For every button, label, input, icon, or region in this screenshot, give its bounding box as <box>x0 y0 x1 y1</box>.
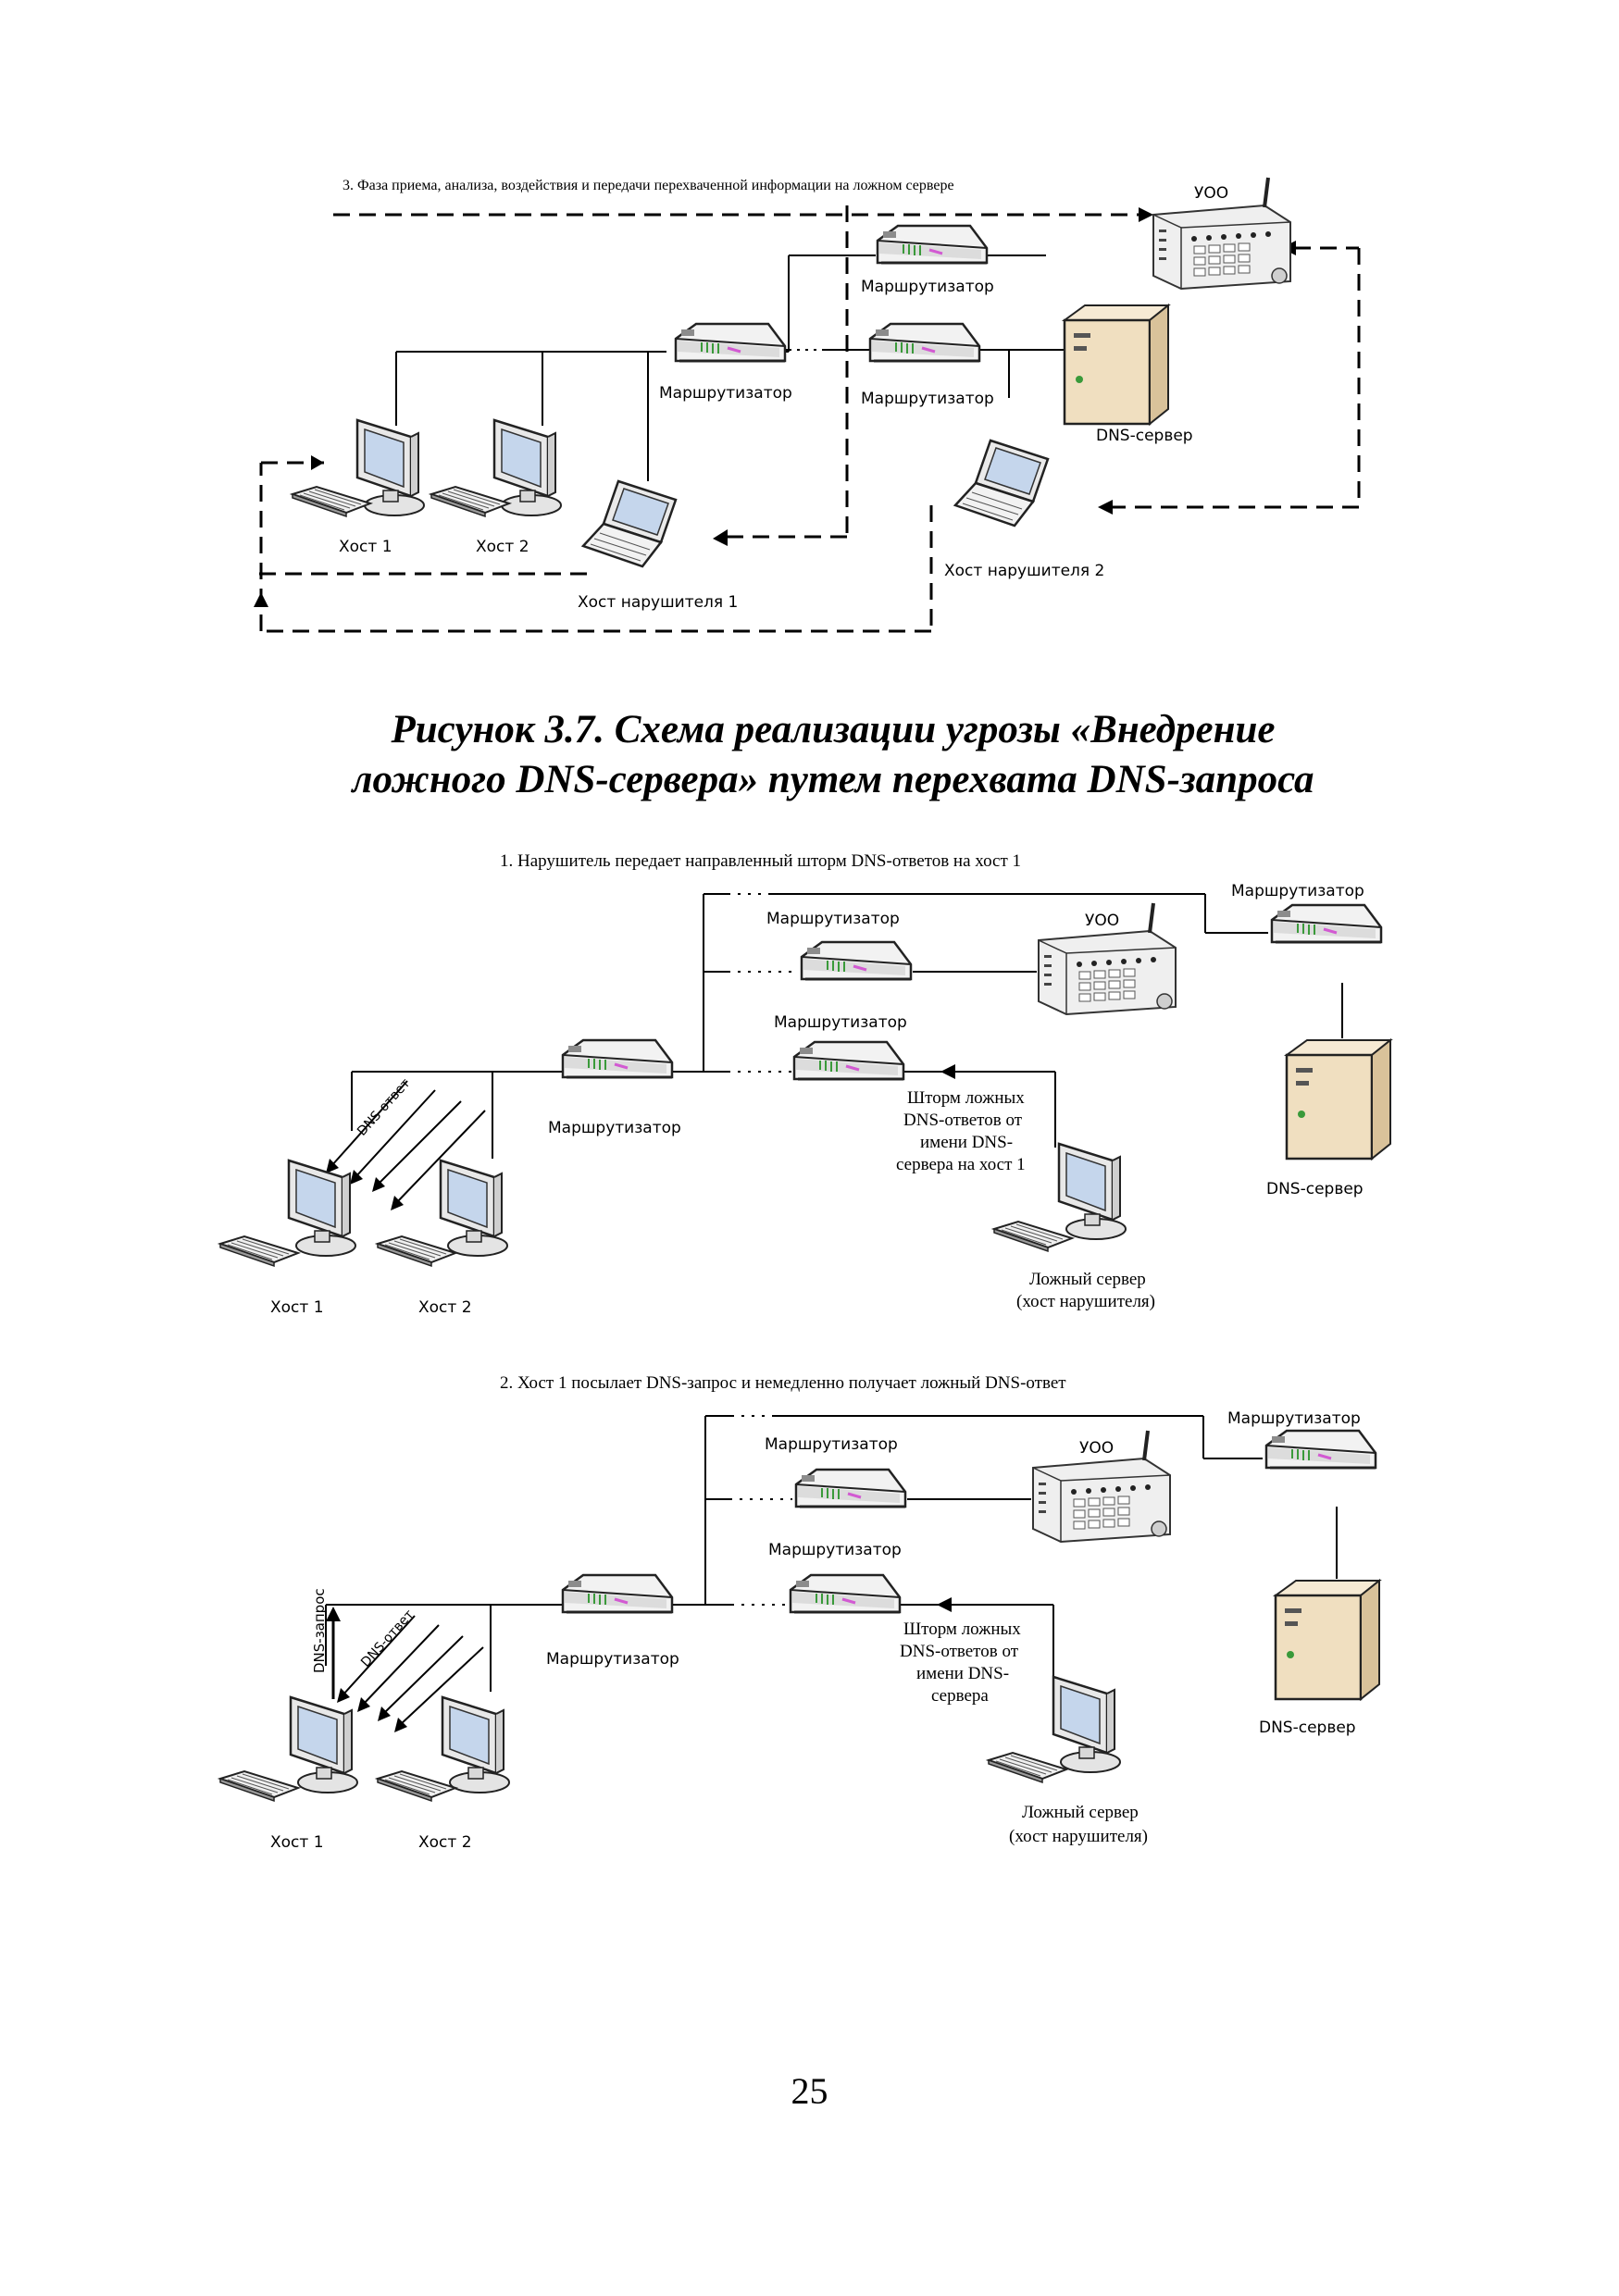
d2-host1-monitor <box>287 1159 357 1258</box>
diagram-1: 3. Фаза приема, анализа, воздействия и п… <box>254 176 1361 633</box>
d1-intruder1-laptop <box>581 479 678 568</box>
d1-router-mid-label: Маршрутизатор <box>861 390 994 408</box>
d3-router-top-label: Маршрутизатор <box>765 1435 898 1454</box>
figure-caption: Рисунок 3.7. Схема реализации угрозы «Вн… <box>231 705 1435 805</box>
d1-host1-monitor <box>355 418 426 517</box>
d3-router-right-label: Маршрутизатор <box>1227 1409 1361 1428</box>
d3-host1-keyboard <box>219 1770 299 1802</box>
d1-router-main-label: Маршрутизатор <box>659 384 792 403</box>
d3-storm-line1: Шторм ложных <box>903 1620 1021 1639</box>
d3-router-mid-label: Маршрутизатор <box>768 1541 902 1559</box>
d3-router-mid <box>789 1573 902 1614</box>
d3-storm-line2: DNS-ответов от <box>900 1642 1019 1661</box>
d1-host1-keyboard <box>292 486 371 517</box>
d2-router-main-label: Маршрутизатор <box>548 1119 681 1137</box>
d2-host1-label: Хост 1 <box>270 1298 324 1317</box>
diagram-3: 2. Хост 1 посылает DNS-запрос и немедлен… <box>219 1373 1381 1852</box>
d3-dns-answer: DNS-ответ <box>358 1607 417 1670</box>
d3-uoo-label: УОО <box>1079 1439 1114 1458</box>
d2-dns-server-label: DNS-сервер <box>1266 1180 1364 1198</box>
d2-host1-keyboard <box>219 1235 299 1267</box>
d2-host2-label: Хост 2 <box>418 1298 472 1317</box>
d1-intruder2-laptop <box>953 439 1050 527</box>
d2-dns-server <box>1285 1038 1392 1160</box>
d3-fake-server-monitor <box>1052 1675 1122 1774</box>
d3-router-main-label: Маршрутизатор <box>546 1650 679 1669</box>
d3-dns-server-label: DNS-сервер <box>1259 1719 1356 1737</box>
d1-router-top <box>876 224 989 265</box>
d3-host1-label: Хост 1 <box>270 1833 324 1852</box>
d1-intruder2-label: Хост нарушителя 2 <box>944 562 1104 580</box>
d2-host2-keyboard <box>377 1235 456 1267</box>
d3-phase-title: 2. Хост 1 посылает DNS-запрос и немедлен… <box>500 1373 1066 1393</box>
d2-fake-server-line1: Ложный сервер <box>1029 1270 1146 1289</box>
d2-storm-line2: DNS-ответов от <box>903 1111 1023 1130</box>
d2-router-main <box>561 1038 674 1079</box>
d3-dns-request: DNS-запрос <box>311 1588 328 1673</box>
d3-router-right <box>1264 1429 1377 1470</box>
d2-router-top <box>800 940 913 981</box>
d1-host2-label: Хост 2 <box>476 538 529 556</box>
d2-fake-server-monitor <box>1057 1142 1127 1241</box>
d2-router-right-label: Маршрутизатор <box>1231 882 1364 900</box>
page-number: 25 <box>791 2070 828 2112</box>
d2-router-right <box>1270 903 1383 944</box>
d1-uoo-label: УОО <box>1194 184 1228 203</box>
d1-dns-server-label: DNS-сервер <box>1096 427 1193 445</box>
caption-line-2: ложного DNS-сервера» путем перехвата DNS… <box>352 758 1314 801</box>
d3-host2-keyboard <box>377 1770 456 1802</box>
d3-router-top <box>794 1468 907 1508</box>
d3-router-main <box>561 1573 674 1614</box>
d3-host2-monitor <box>441 1695 511 1794</box>
d3-fake-server-line2: (хост нарушителя) <box>1009 1827 1148 1846</box>
d1-phase-title: 3. Фаза приема, анализа, воздействия и п… <box>342 178 954 193</box>
d3-host1-monitor <box>289 1695 359 1794</box>
d1-router-main <box>674 322 787 363</box>
d2-uoo-label: УОО <box>1085 912 1119 930</box>
d1-router-top-label: Маршрутизатор <box>861 278 994 296</box>
d2-router-mid-label: Маршрутизатор <box>774 1013 907 1032</box>
caption-line-1: Рисунок 3.7. Схема реализации угрозы «Вн… <box>391 708 1276 751</box>
d2-fake-server-line2: (хост нарушителя) <box>1016 1292 1155 1311</box>
diagram-2: 1. Нарушитель передает направленный штор… <box>219 851 1392 1317</box>
d1-host2-keyboard <box>430 486 510 517</box>
d3-storm-line3: имени DNS- <box>916 1664 1009 1683</box>
d2-storm-line4: сервера на хост 1 <box>896 1155 1026 1174</box>
d1-router-mid <box>868 322 981 363</box>
d2-storm-line1: Шторм ложных <box>907 1088 1025 1108</box>
d1-dns-server <box>1063 304 1170 426</box>
d2-router-top-label: Маршрутизатор <box>766 910 900 928</box>
d3-storm-line4: сервера <box>931 1686 989 1706</box>
d2-dns-answer: DNS-ответ <box>355 1076 413 1139</box>
d3-dns-server <box>1274 1579 1381 1701</box>
d3-fake-server-keyboard <box>988 1752 1067 1783</box>
d3-host2-label: Хост 2 <box>418 1833 472 1852</box>
d2-fake-server-keyboard <box>993 1221 1073 1252</box>
d2-phase-title: 1. Нарушитель передает направленный штор… <box>500 851 1021 871</box>
d2-storm-line3: имени DNS- <box>920 1133 1013 1152</box>
d1-intruder1-label: Хост нарушителя 1 <box>578 593 738 612</box>
d2-router-mid <box>792 1040 905 1081</box>
d1-host1-label: Хост 1 <box>339 538 392 556</box>
d2-host2-monitor <box>439 1159 509 1258</box>
d3-fake-server-line1: Ложный сервер <box>1022 1803 1139 1822</box>
